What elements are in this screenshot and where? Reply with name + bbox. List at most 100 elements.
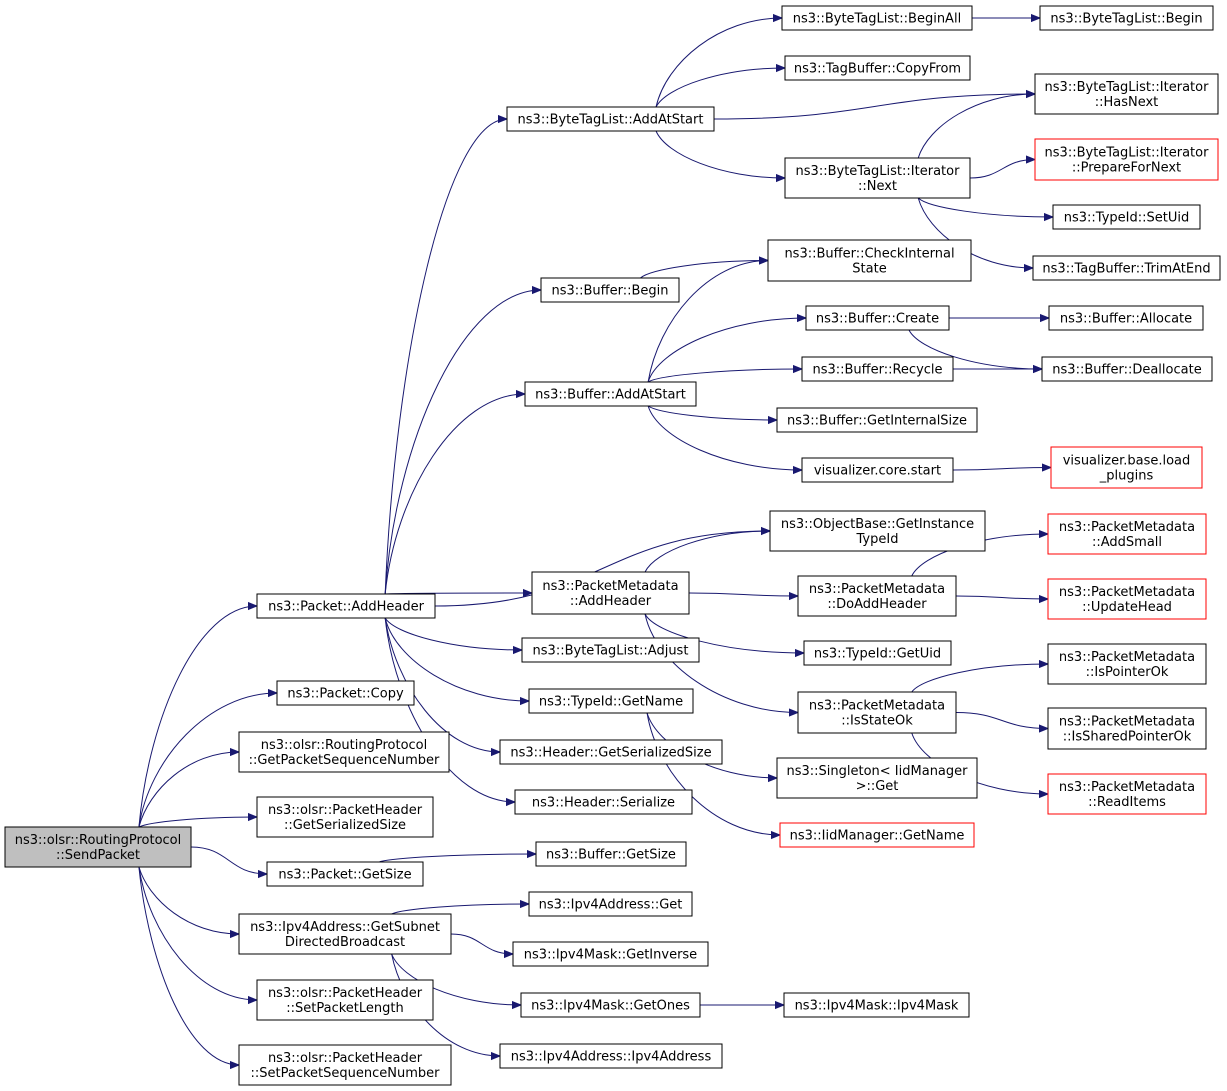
graph-node[interactable]: ns3::Packet::Copy — [276, 680, 415, 706]
call-edge — [384, 290, 541, 595]
node-box — [783, 992, 970, 1018]
node-label: ns3::Ipv4Address::GetSubnet — [250, 920, 440, 935]
edge-layer — [138, 18, 1053, 1065]
call-edge — [379, 854, 536, 863]
node-label: ::GetPacketSequenceNumber — [249, 753, 440, 768]
graph-node[interactable]: ns3::Ipv4Mask::Ipv4Mask — [783, 992, 970, 1018]
node-box — [514, 789, 693, 815]
graph-node[interactable]: ns3::Buffer::Deallocate — [1041, 356, 1213, 382]
graph-node[interactable]: ns3::Buffer::AddAtStart — [524, 381, 697, 407]
graph-node[interactable]: ns3::TypeId::SetUid — [1052, 204, 1201, 230]
graph-node[interactable]: ns3::olsr::PacketHeader::SetPacketLength — [256, 979, 434, 1021]
graph-node[interactable]: ns3::ByteTagList::Iterator::PrepareForNe… — [1034, 138, 1219, 181]
graph-node[interactable]: ns3::ByteTagList::Iterator::HasNext — [1034, 73, 1219, 115]
graph-node[interactable]: visualizer.core.start — [801, 457, 954, 483]
graph-node[interactable]: ns3::PacketMetadata::IsPointerOk — [1047, 643, 1207, 685]
node-label: ns3::Buffer::CheckInternal — [784, 247, 954, 262]
call-edge — [655, 18, 782, 108]
graph-node[interactable]: ns3::PacketMetadata::IsSharedPointerOk — [1047, 707, 1207, 750]
graph-node[interactable]: ns3::TypeId::GetName — [528, 688, 694, 714]
node-label: ::UpdateHead — [1082, 600, 1172, 615]
graph-node[interactable]: ns3::Ipv4Address::Get — [528, 891, 693, 917]
call-edge — [384, 617, 500, 752]
graph-node[interactable]: ns3::Ipv4Address::Ipv4Address — [499, 1043, 723, 1069]
graph-node[interactable]: ns3::Singleton< IidManager>::Get — [776, 757, 978, 799]
node-box — [540, 277, 680, 303]
node-label: ns3::olsr::PacketHeader — [268, 1051, 423, 1066]
call-edge — [952, 468, 1051, 471]
graph-node[interactable]: ns3::IidManager::GetName — [779, 822, 975, 848]
node-label: ns3::PacketMetadata — [1059, 780, 1195, 795]
graph-node[interactable]: ns3::olsr::RoutingProtocol::SendPacket — [4, 826, 192, 868]
node-label: ::GetSerializedSize — [284, 818, 406, 833]
graph-node[interactable]: ns3::Buffer::Allocate — [1048, 305, 1204, 331]
node-label: ::IsStateOk — [841, 714, 913, 729]
graph-node[interactable]: ns3::PacketMetadata::IsStateOk — [797, 691, 957, 734]
node-box — [803, 640, 952, 666]
node-label: ::DoAddHeader — [827, 597, 927, 612]
call-edge — [138, 866, 239, 1065]
call-edge — [908, 329, 1042, 369]
graph-node[interactable]: ns3::PacketMetadata::UpdateHead — [1047, 578, 1207, 620]
graph-node[interactable]: ns3::TypeId::GetUid — [803, 640, 952, 666]
call-edge — [138, 693, 277, 828]
graph-node[interactable]: visualizer.base.load_plugins — [1050, 446, 1203, 489]
node-label: ns3::TagBuffer::CopyFrom — [794, 62, 961, 77]
graph-node[interactable]: ns3::Packet::GetSize — [266, 861, 424, 887]
node-label: ns3::TypeId::GetName — [539, 695, 683, 710]
graph-node[interactable]: ns3::Buffer::Create — [805, 305, 950, 331]
node-label: ns3::Buffer::Recycle — [812, 363, 942, 378]
call-edge — [647, 405, 802, 470]
graph-node[interactable]: ns3::olsr::PacketHeader::SetPacketSequen… — [238, 1044, 452, 1086]
node-label: ns3::PacketMetadata — [1059, 650, 1195, 665]
graph-node[interactable]: ns3::TagBuffer::CopyFrom — [784, 55, 971, 81]
node-label: ns3::Packet::GetSize — [278, 868, 411, 883]
call-edge — [955, 596, 1048, 599]
graph-node[interactable]: ns3::Buffer::GetInternalSize — [776, 407, 978, 433]
node-label: ::IsSharedPointerOk — [1063, 730, 1192, 745]
graph-node[interactable]: ns3::ByteTagList::Begin — [1039, 5, 1214, 31]
graph-node[interactable]: ns3::Header::GetSerializedSize — [499, 739, 723, 765]
node-box — [769, 510, 986, 552]
node-label: ns3::Buffer::Create — [816, 312, 939, 327]
node-label: ns3::TypeId::SetUid — [1064, 211, 1189, 226]
graph-node[interactable]: ns3::Header::Serialize — [514, 789, 693, 815]
graph-node[interactable]: ns3::ByteTagList::Iterator::Next — [784, 157, 971, 199]
graph-node[interactable]: ns3::ByteTagList::AddAtStart — [506, 106, 715, 132]
graph-node[interactable]: ns3::TagBuffer::TrimAtEnd — [1032, 255, 1221, 281]
node-label: ns3::Header::Serialize — [532, 796, 675, 811]
graph-node[interactable]: ns3::Ipv4Mask::GetInverse — [512, 941, 709, 967]
call-edge — [384, 617, 515, 802]
node-box — [1032, 255, 1221, 281]
node-label: ns3::olsr::RoutingProtocol — [261, 738, 428, 753]
graph-node[interactable]: ns3::Ipv4Mask::GetOnes — [520, 992, 701, 1018]
graph-node[interactable]: ns3::Buffer::GetSize — [535, 841, 687, 867]
graph-node[interactable]: ns3::Ipv4Address::GetSubnetDirectedBroad… — [238, 913, 452, 955]
graph-node[interactable]: ns3::ByteTagList::Adjust — [521, 637, 700, 663]
node-layer: ns3::olsr::RoutingProtocol::SendPacketns… — [4, 5, 1221, 1086]
graph-node[interactable]: ns3::Buffer::Recycle — [801, 356, 954, 382]
graph-node[interactable]: ns3::olsr::RoutingProtocol::GetPacketSeq… — [238, 731, 450, 773]
node-label: _plugins — [1099, 469, 1154, 484]
node-box — [805, 305, 950, 331]
call-edge — [911, 664, 1048, 693]
call-edge — [969, 160, 1035, 179]
node-label: ::SetPacketSequenceNumber — [251, 1066, 441, 1081]
node-label: >::Get — [856, 779, 899, 794]
node-label: ns3::TypeId::GetUid — [814, 647, 941, 662]
node-label: ns3::Buffer::Deallocate — [1052, 363, 1201, 378]
graph-node[interactable]: ns3::Buffer::Begin — [540, 277, 680, 303]
graph-node[interactable]: ns3::olsr::PacketHeader::GetSerializedSi… — [256, 796, 434, 838]
node-box — [1034, 73, 1219, 115]
graph-node[interactable]: ns3::PacketMetadata::AddSmall — [1047, 513, 1207, 555]
graph-node[interactable]: ns3::PacketMetadata::ReadItems — [1047, 773, 1207, 815]
graph-node[interactable]: ns3::ByteTagList::BeginAll — [781, 5, 973, 31]
node-label: ::HasNext — [1095, 95, 1159, 110]
graph-node[interactable]: ns3::PacketMetadata::DoAddHeader — [797, 575, 957, 617]
graph-node[interactable]: ns3::Packet::AddHeader — [256, 593, 436, 619]
node-box — [520, 992, 701, 1018]
call-edge — [640, 261, 768, 279]
graph-node[interactable]: ns3::PacketMetadata::AddHeader — [531, 571, 690, 615]
